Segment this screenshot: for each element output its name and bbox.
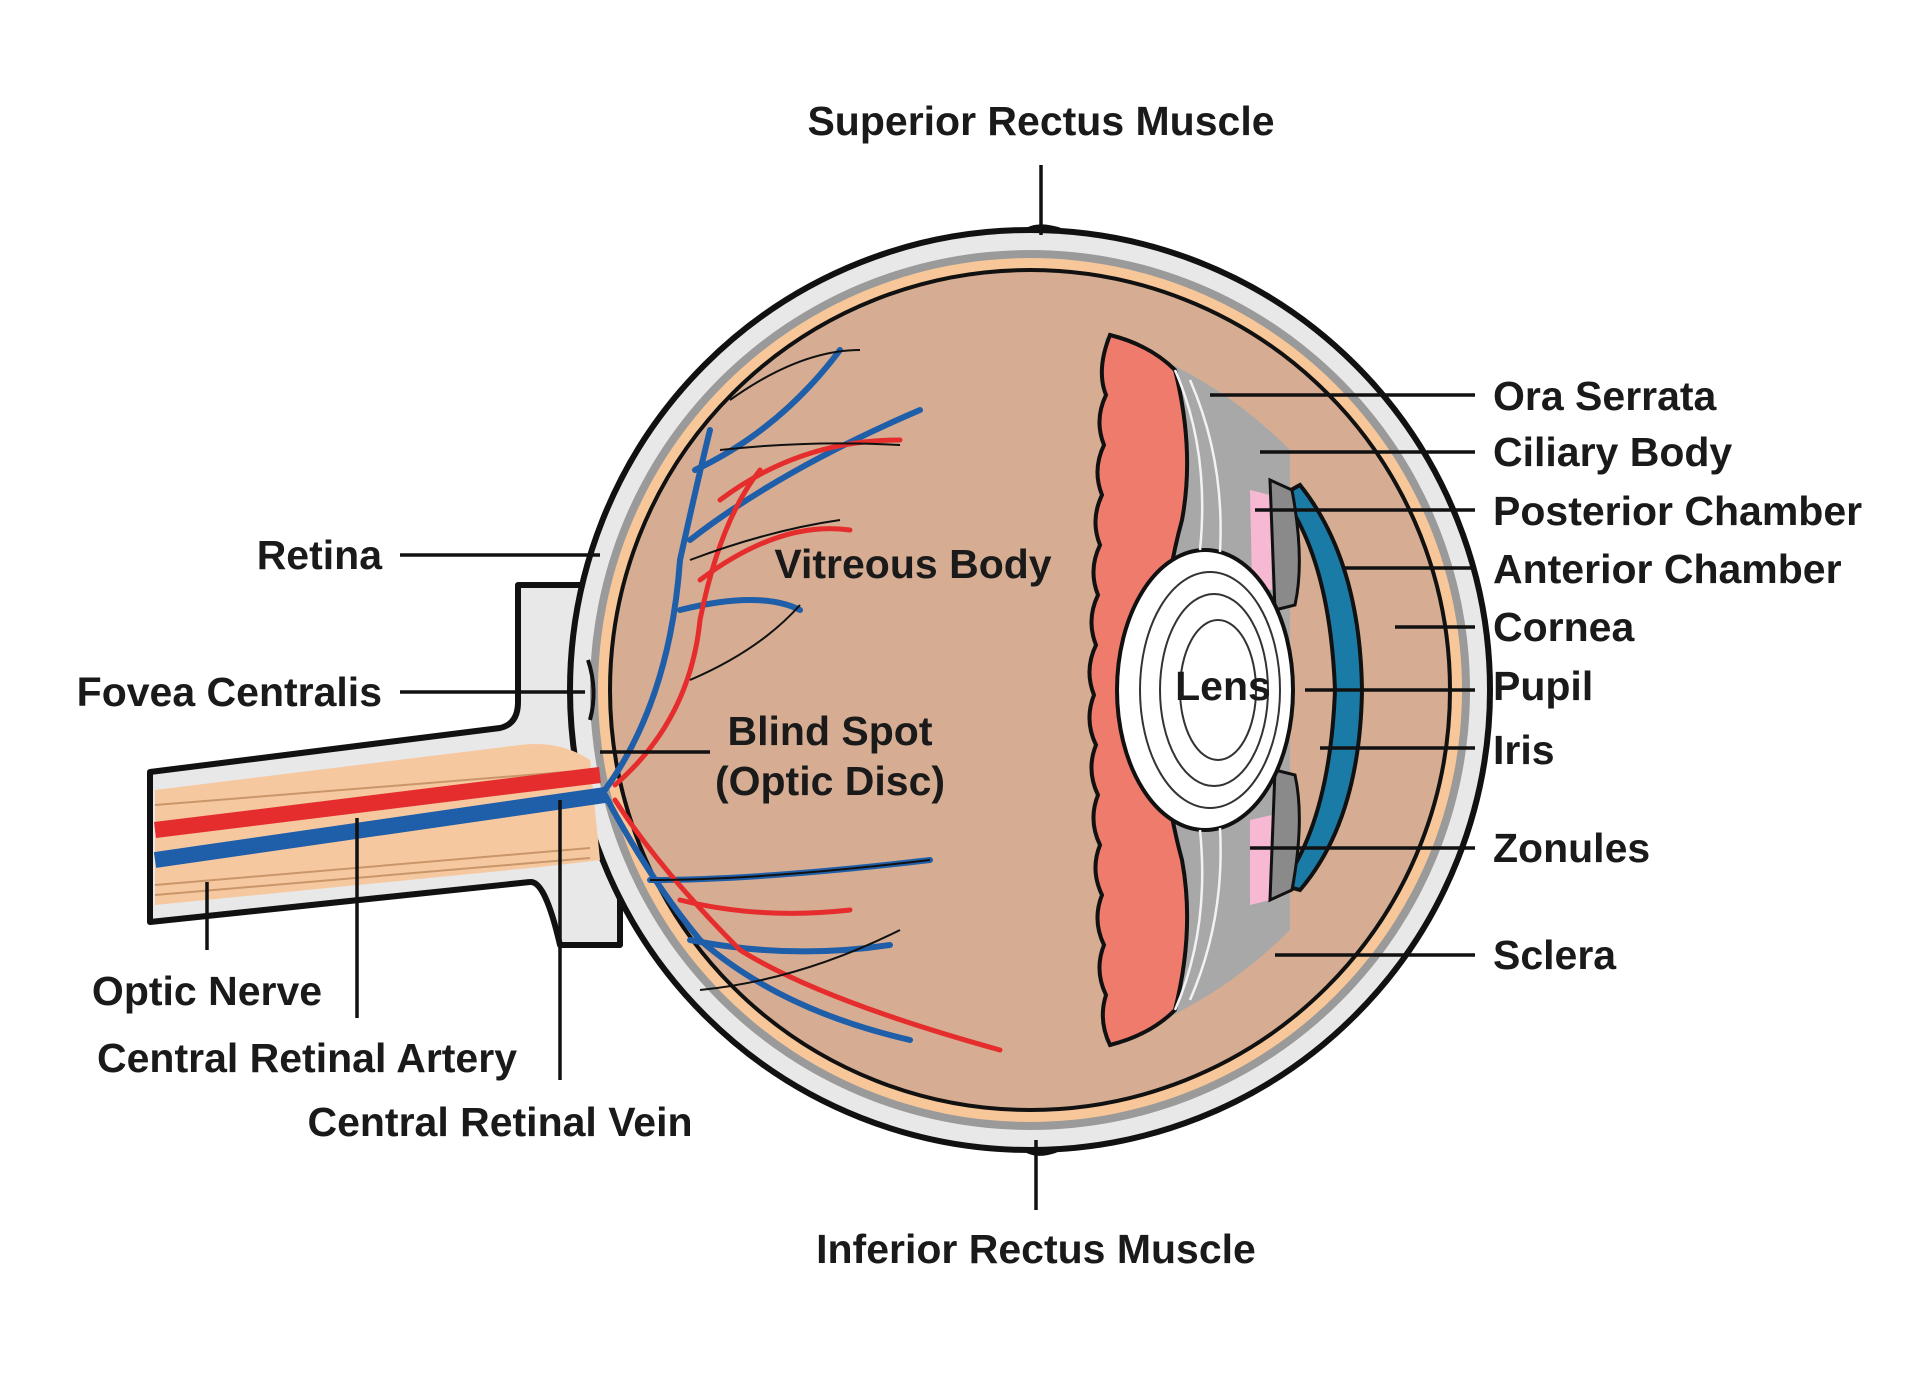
- label-vitreous-body: Vitreous Body: [774, 541, 1051, 587]
- label-posterior-chamber: Posterior Chamber: [1493, 488, 1862, 534]
- optic-nerve-fibers: [154, 769, 591, 896]
- label-iris: Iris: [1493, 727, 1555, 773]
- iris-root-bottom: [1268, 768, 1301, 903]
- leader-lines: [205, 165, 1475, 1210]
- label-pupil: Pupil: [1493, 663, 1593, 709]
- label-sclera: Sclera: [1493, 932, 1617, 978]
- lens-ring-3: [1179, 619, 1257, 761]
- iris-root-top: [1268, 477, 1301, 612]
- label-central-retinal-artery: Central Retinal Artery: [97, 1035, 517, 1081]
- posterior-chamber-tissue-bottom: [1250, 815, 1272, 905]
- label-zonules: Zonules: [1493, 825, 1650, 871]
- label-optic-disc: (Optic Disc): [715, 758, 945, 804]
- label-fovea-centralis: Fovea Centralis: [77, 669, 382, 715]
- label-superior-rectus-muscle: Superior Rectus Muscle: [807, 98, 1274, 144]
- label-optic-nerve: Optic Nerve: [92, 968, 322, 1014]
- zonule-strands: [1173, 369, 1222, 1011]
- lens: [1115, 548, 1295, 832]
- eye-illustration: [147, 224, 1493, 1156]
- iris: [1278, 482, 1365, 893]
- label-cornea: Cornea: [1493, 604, 1635, 650]
- label-ciliary-body: Ciliary Body: [1493, 429, 1732, 475]
- label-blind-spot: Blind Spot: [728, 708, 933, 754]
- label-inferior-rectus-muscle: Inferior Rectus Muscle: [816, 1226, 1256, 1272]
- retinal-arteries: [612, 437, 1003, 1053]
- fovea-centralis-notch: [586, 659, 596, 721]
- posterior-chamber-tissue-top: [1250, 490, 1272, 590]
- label-anterior-chamber: Anterior Chamber: [1493, 546, 1842, 592]
- retinal-vessel-outlines: [649, 349, 931, 991]
- labels: Superior Rectus Muscle Inferior Rectus M…: [77, 98, 1862, 1272]
- label-ora-serrata: Ora Serrata: [1493, 373, 1718, 419]
- central-retinal-artery: [154, 767, 601, 838]
- label-central-retinal-vein: Central Retinal Vein: [307, 1099, 692, 1145]
- central-retinal-vein: [153, 787, 607, 868]
- label-lens: Lens: [1175, 663, 1271, 709]
- lens-ring-2: [1159, 593, 1269, 787]
- lens-ring-1: [1139, 571, 1281, 809]
- label-retina: Retina: [257, 532, 384, 578]
